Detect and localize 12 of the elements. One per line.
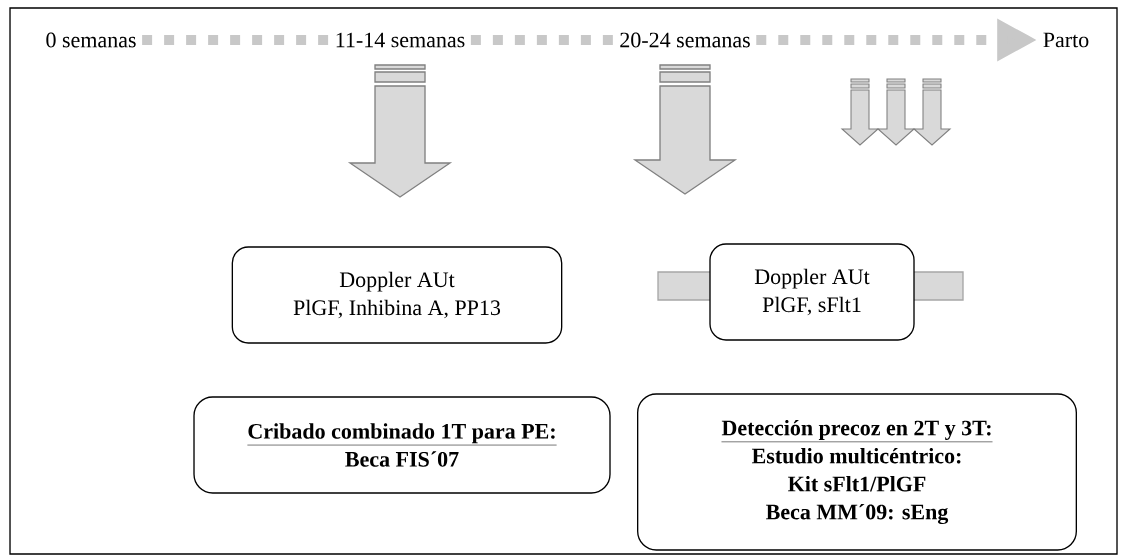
timeline-label: 20-24 semanas [620,32,750,48]
block-arrow [347,64,453,198]
block-arrow [632,64,738,195]
test-box: Doppler AUt PlGF, sFlt1 [709,243,915,341]
info-box: Detección precoz en 2T y 3T: Estudio multicéntrico: Kit sFlt1/PlGF Beca MM´09: sEng [637,393,1077,551]
dotted-line [470,35,614,45]
info-box: Cribado combinado 1T para PE: Beca FIS´07 [193,396,611,494]
timeline-label: 0 semanas [46,32,136,48]
dotted-line [142,35,330,45]
timeline-label: 11-14 semanas [336,32,465,48]
timeline-label: Parto [1043,32,1089,48]
test-box: Doppler AUt PlGF, Inhibina A, PP13 [231,246,563,344]
